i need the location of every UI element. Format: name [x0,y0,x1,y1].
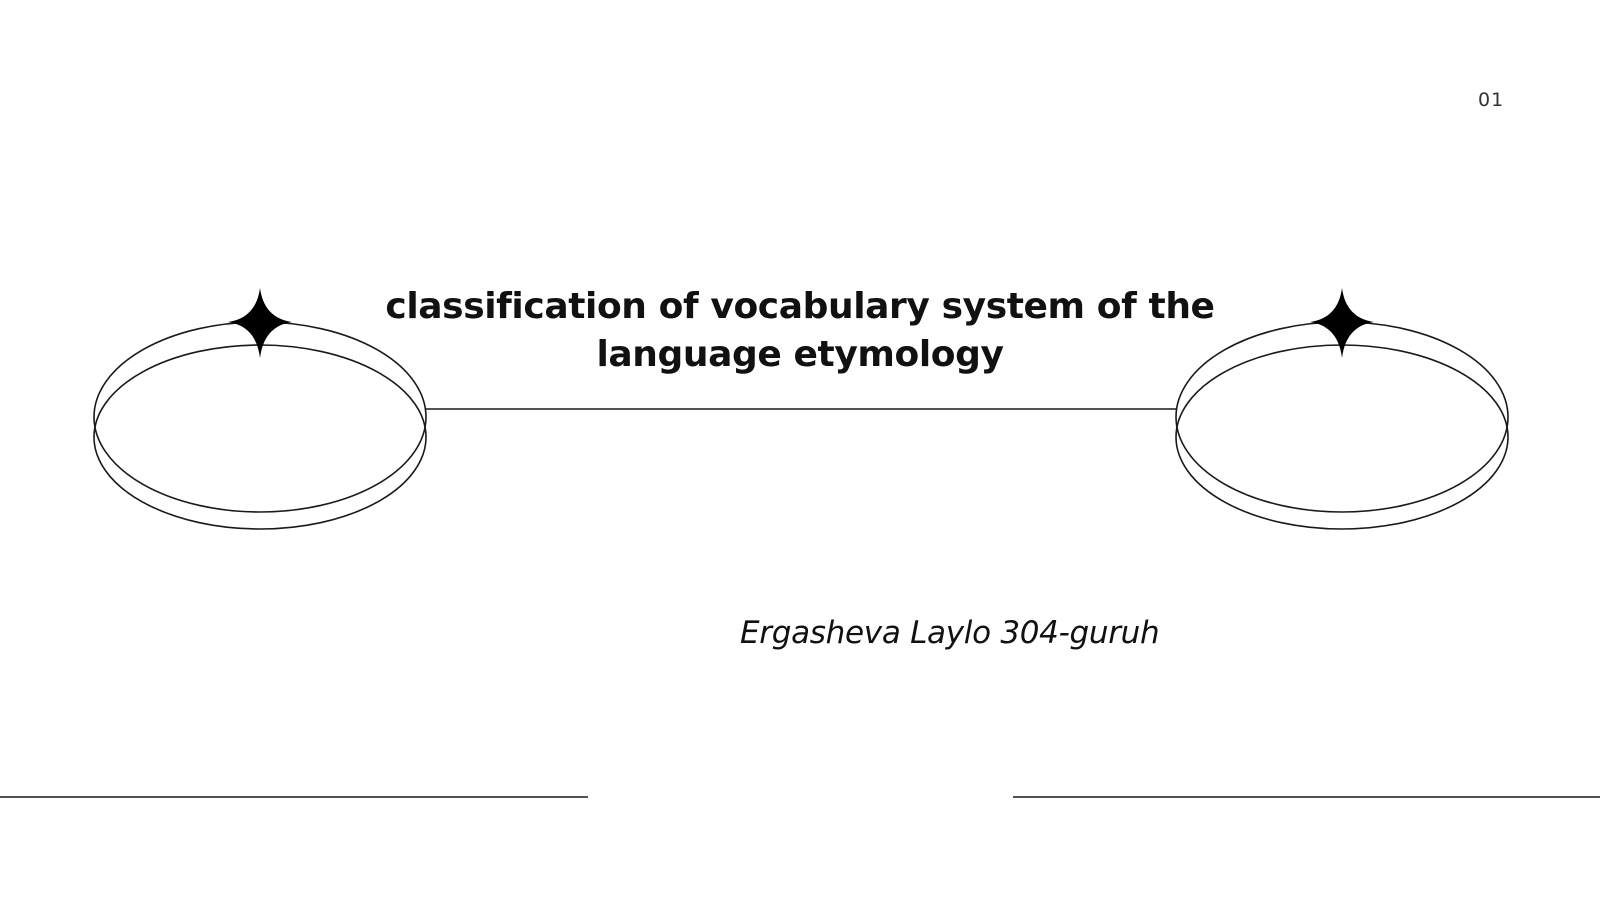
author-line: Ergasheva Laylo 304-guruh [740,615,1160,651]
left-sparkle-icon [228,288,292,358]
slide-number: 01 [1478,89,1505,111]
right-sparkle-icon [1310,288,1374,358]
slide-title: classification of vocabulary system of t… [385,286,1215,375]
